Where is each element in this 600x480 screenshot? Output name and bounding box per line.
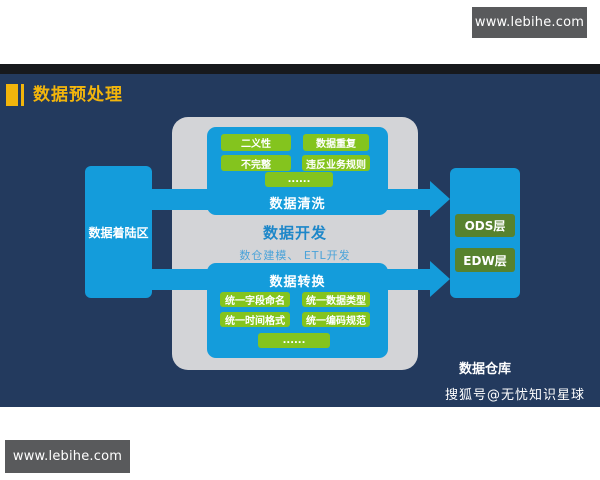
arrow-right-top-icon bbox=[430, 181, 450, 217]
cleaning-chip: 二义性 bbox=[221, 134, 291, 151]
data-transform-box: 数据转换 统一字段命名 统一数据类型 统一时间格式 统一编码规范 ...... bbox=[207, 263, 388, 358]
transform-chip: 统一数据类型 bbox=[302, 292, 370, 307]
transform-chip: 统一编码规范 bbox=[302, 312, 370, 327]
data-development-block: 数据开发 数仓建模、 ETL开发 bbox=[172, 222, 418, 263]
watermark-bottom-text: www.lebihe.com bbox=[12, 449, 123, 464]
title-bullet-icon bbox=[6, 84, 18, 106]
title-bullet-bar-icon bbox=[21, 84, 24, 106]
page-title: 数据预处理 bbox=[33, 85, 123, 105]
transform-chip: 统一字段命名 bbox=[220, 292, 290, 307]
edw-layer-box: EDW层 bbox=[455, 248, 515, 272]
data-transform-label: 数据转换 bbox=[269, 275, 326, 290]
data-landing-zone-label: 数据着陆区 bbox=[88, 225, 149, 240]
data-landing-zone-box: 数据着陆区 bbox=[85, 166, 152, 298]
cleaning-chip: 违反业务规则 bbox=[302, 155, 370, 171]
ods-layer-box: ODS层 bbox=[455, 214, 515, 237]
transform-chip: 统一时间格式 bbox=[220, 312, 290, 327]
transform-chip-more: ...... bbox=[258, 333, 330, 348]
data-cleaning-label: 数据清洗 bbox=[269, 197, 326, 212]
watermark-bottom: www.lebihe.com bbox=[5, 440, 130, 473]
data-warehouse-label: 数据仓库 bbox=[458, 362, 511, 377]
author-credit: 搜狐号@无忧知识星球 bbox=[444, 388, 585, 403]
cleaning-chip-more: ...... bbox=[265, 172, 333, 187]
watermark-top: www.lebihe.com bbox=[472, 7, 587, 38]
data-cleaning-box: 二义性 数据重复 不完整 违反业务规则 ...... 数据清洗 bbox=[207, 127, 388, 215]
watermark-top-text: www.lebihe.com bbox=[474, 15, 585, 30]
arrow-right-bottom-icon bbox=[430, 261, 450, 297]
data-development-subtitle: 数仓建模、 ETL开发 bbox=[239, 249, 351, 262]
data-development-title: 数据开发 bbox=[262, 224, 327, 242]
top-divider-strip bbox=[0, 64, 600, 74]
cleaning-chip: 数据重复 bbox=[303, 134, 369, 151]
cleaning-chip: 不完整 bbox=[221, 155, 291, 171]
